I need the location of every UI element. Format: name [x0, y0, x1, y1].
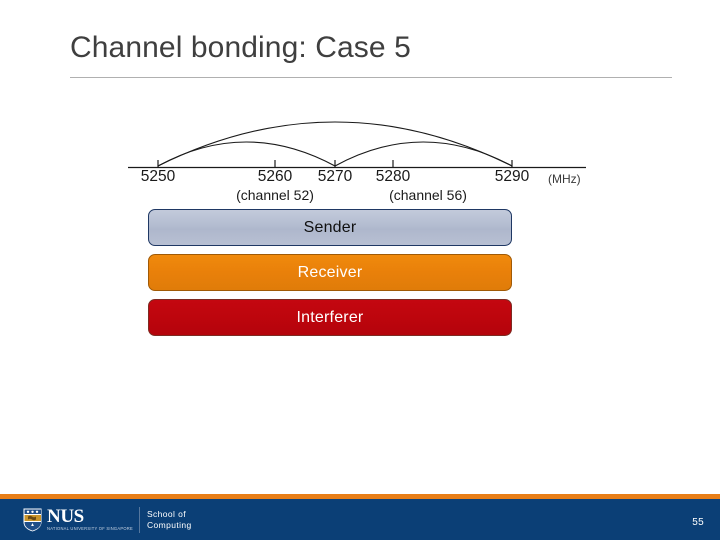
legend-label-interferer: Interferer — [296, 308, 364, 326]
nus-crest-icon — [22, 507, 43, 533]
tick-label-5290: 5290 — [494, 168, 530, 185]
arc-20mhz-lower — [157, 141, 336, 167]
axis-unit-label: (MHz) — [548, 172, 581, 186]
spectrum-diagram — [120, 92, 600, 197]
nus-tagline: NATIONAL UNIVERSITY OF SINGAPORE — [47, 526, 133, 532]
legend-label-receiver: Receiver — [297, 263, 363, 281]
channel-label-56: (channel 56) — [389, 187, 467, 203]
title-divider — [70, 77, 672, 78]
legend-label-sender: Sender — [303, 218, 357, 236]
footer-accent-stripe — [0, 494, 720, 499]
arc-40mhz-bond — [157, 121, 513, 167]
footer-unit-line-2: Computing — [146, 519, 192, 530]
arc-20mhz-upper — [334, 141, 513, 167]
footer-branding: NUS NATIONAL UNIVERSITY OF SINGAPORE Sch… — [22, 503, 192, 536]
page-title: Channel bonding: Case 5 — [70, 31, 411, 64]
footer-unit-line-1: School of — [146, 508, 186, 519]
tick-label-5270: 5270 — [317, 168, 353, 185]
channel-label-52: (channel 52) — [236, 187, 314, 203]
legend-item-sender[interactable]: Sender — [148, 209, 512, 246]
legend-item-receiver[interactable]: Receiver — [148, 254, 512, 291]
tick-label-5250: 5250 — [140, 168, 176, 185]
nus-wordmark-text: NUS — [47, 506, 84, 528]
tick-label-5260: 5260 — [257, 168, 293, 185]
legend: Sender Receiver Interferer — [148, 209, 512, 344]
legend-item-interferer[interactable]: Interferer — [148, 299, 512, 336]
nus-wordmark: NUS NATIONAL UNIVERSITY OF SINGAPORE — [47, 507, 133, 531]
footer-bar — [0, 499, 720, 540]
spectrum-svg — [128, 121, 586, 169]
footer-divider — [138, 506, 140, 533]
axis-tick-labels: 5250 5260 5270 5280 5290 (channel 52) (c… — [120, 168, 600, 204]
page-number: 55 — [692, 517, 704, 528]
tick-label-5280: 5280 — [375, 168, 411, 185]
footer-unit-name: School of Computing — [147, 509, 192, 531]
